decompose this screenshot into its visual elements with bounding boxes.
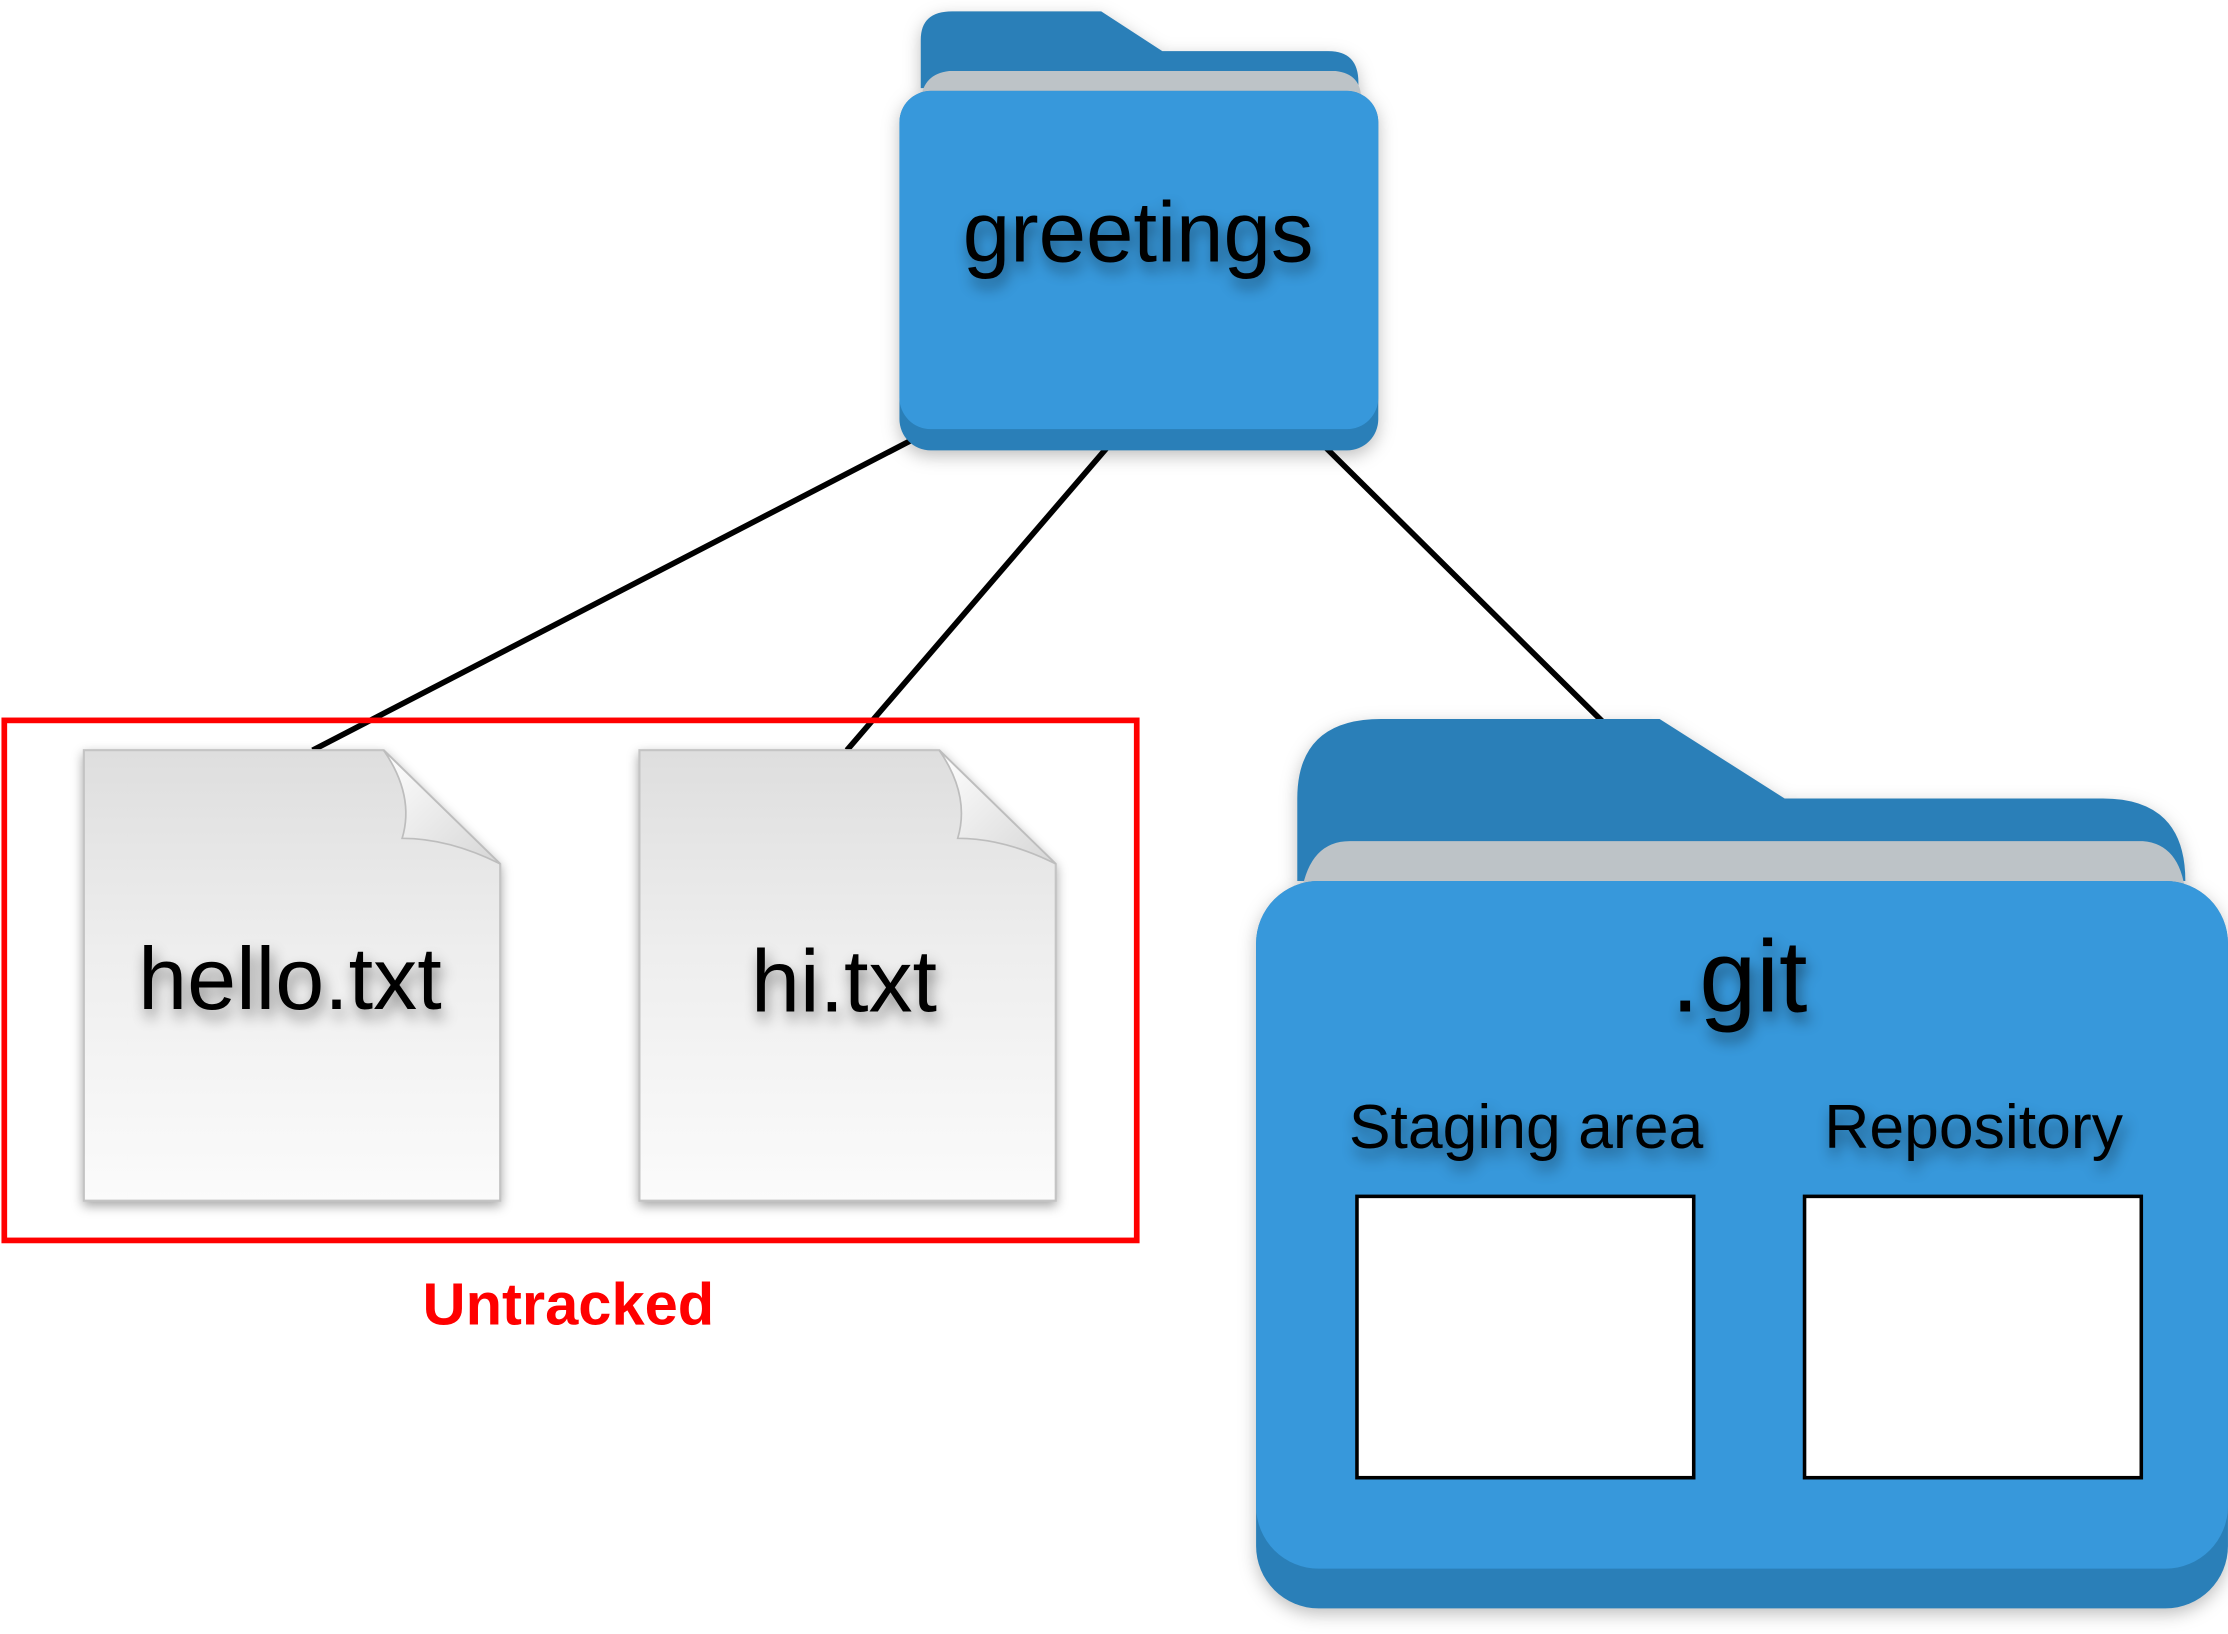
greetings-folder-label: greetings — [963, 185, 1314, 280]
connector-greetings-hello — [311, 435, 918, 753]
untracked-highlight-box — [1, 717, 1140, 1244]
greetings-folder-icon — [899, 11, 1379, 451]
hi-txt-file-label: hi.txt — [751, 932, 937, 1031]
repository-box — [1802, 1194, 2144, 1480]
staging-area-box — [1355, 1194, 1696, 1480]
hello-txt-file-icon — [82, 749, 502, 1202]
hi-txt-file-icon — [638, 749, 1057, 1202]
git-folder-label: .git — [1671, 919, 1807, 1034]
connector-greetings-hi — [844, 444, 1111, 753]
connector-lines — [311, 435, 1605, 753]
untracked-label: Untracked — [423, 1270, 715, 1337]
hello-txt-file-label: hello.txt — [138, 929, 442, 1028]
staging-area-label: Staging area — [1349, 1092, 1704, 1162]
connector-greetings-git — [1322, 444, 1605, 724]
repository-label: Repository — [1824, 1092, 2123, 1162]
